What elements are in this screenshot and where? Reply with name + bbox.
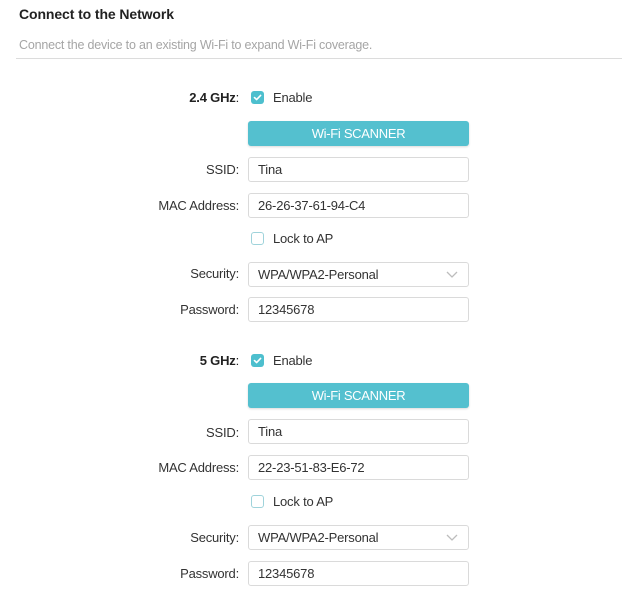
checkmark-icon: [253, 94, 262, 101]
band-5-label: 5 GHz:: [200, 353, 239, 368]
band-5-label-colon: :: [235, 353, 240, 368]
band-24-enable-checkbox[interactable]: [251, 91, 264, 104]
band-24-ssid-label: SSID:: [206, 162, 239, 177]
band-5-mac-input[interactable]: 22-23-51-83-E6-72: [248, 455, 469, 480]
band-5-enable-label: Enable: [273, 353, 313, 368]
chevron-down-icon: [446, 271, 458, 278]
band-24-security-value: WPA/WPA2-Personal: [258, 267, 379, 282]
band-5-security-select[interactable]: WPA/WPA2-Personal: [248, 525, 469, 550]
band-24-mac-input[interactable]: 26-26-37-61-94-C4: [248, 193, 469, 218]
band-5-wifi-scanner-button[interactable]: Wi-Fi SCANNER: [248, 383, 469, 408]
band-24-password-label: Password:: [180, 302, 239, 317]
band-24-label-text: 2.4 GHz: [189, 90, 236, 105]
band-5-password-label: Password:: [180, 566, 239, 581]
page-description: Connect the device to an existing Wi-Fi …: [19, 38, 373, 52]
band-5-lock-to-ap-checkbox[interactable]: [251, 495, 264, 508]
band-5-security-value: WPA/WPA2-Personal: [258, 530, 379, 545]
band-24-label-colon: :: [235, 90, 240, 105]
band-24-mac-label: MAC Address:: [158, 198, 239, 213]
chevron-down-icon: [446, 534, 458, 541]
band-24-wifi-scanner-button[interactable]: Wi-Fi SCANNER: [248, 121, 469, 146]
band-24-enable-label: Enable: [273, 90, 313, 105]
band-5-enable-checkbox[interactable]: [251, 354, 264, 367]
band-5-password-input[interactable]: 12345678: [248, 561, 469, 586]
band-5-security-label: Security:: [190, 530, 239, 545]
band-24-security-select[interactable]: WPA/WPA2-Personal: [248, 262, 469, 287]
band-5-ssid-label: SSID:: [206, 425, 239, 440]
band-24-security-label: Security:: [190, 266, 239, 281]
band-24-ssid-input[interactable]: Tina: [248, 157, 469, 182]
band-24-lock-to-ap-label: Lock to AP: [273, 231, 334, 246]
band-24-password-input[interactable]: 12345678: [248, 297, 469, 322]
page-title: Connect to the Network: [19, 6, 174, 22]
band-24-lock-to-ap-checkbox[interactable]: [251, 232, 264, 245]
band-5-mac-label: MAC Address:: [158, 460, 239, 475]
band-24-label: 2.4 GHz:: [189, 90, 239, 105]
band-5-ssid-input[interactable]: Tina: [248, 419, 469, 444]
band-5-lock-to-ap-label: Lock to AP: [273, 494, 334, 509]
checkmark-icon: [253, 357, 262, 364]
band-5-label-text: 5 GHz: [199, 353, 236, 368]
divider: [16, 58, 622, 59]
